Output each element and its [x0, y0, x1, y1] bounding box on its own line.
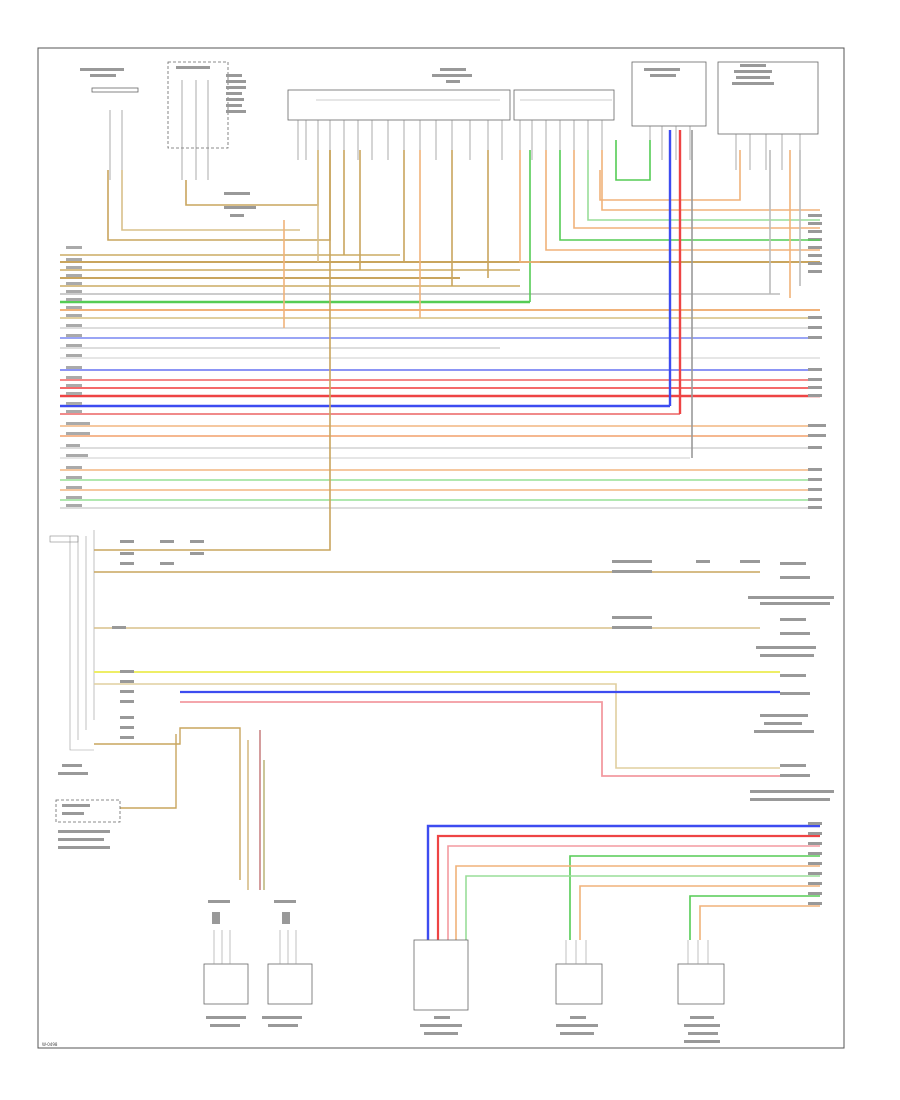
wire-red-bottom-2 — [447, 845, 820, 940]
diagram-frame — [37, 47, 845, 1049]
middle-labels — [58, 540, 834, 801]
lower-left-block — [55, 799, 121, 849]
vertical-wires-top — [107, 130, 820, 458]
component-block-left — [91, 87, 139, 93]
wire-green-bottom-1 — [569, 855, 820, 940]
ground-connector — [49, 535, 79, 543]
connector-bottom-4 — [555, 963, 603, 1005]
fuse-block — [55, 799, 121, 823]
connector-bottom-2 — [267, 963, 313, 1005]
bottom-bus-labels — [808, 822, 822, 905]
wire-tan-mid-5 — [94, 727, 241, 880]
wire-green-bottom-2 — [465, 875, 820, 940]
top-components — [91, 61, 819, 149]
connector-bottom-1 — [203, 963, 249, 1005]
wire-orange-bottom-1 — [455, 865, 820, 940]
wire-blue-bottom — [426, 824, 820, 940]
wire-bus-left — [60, 254, 820, 509]
bottom-components — [203, 930, 725, 1011]
connector-bottom-3 — [413, 939, 469, 1011]
control-module-top — [631, 61, 707, 127]
figure-id: W-0498 — [42, 1042, 58, 1047]
wire-tan-mid-1 — [94, 150, 331, 551]
connector-bottom-5 — [677, 963, 725, 1005]
pin-stubs — [109, 80, 801, 180]
connector-block-top-right — [717, 61, 819, 135]
left-bus-labels — [66, 246, 90, 507]
wire-red-bottom-1 — [436, 834, 820, 940]
wire-orange-bottom-3 — [699, 905, 820, 940]
right-bus-labels — [808, 214, 826, 509]
middle-section — [49, 150, 780, 890]
junction-box-right — [513, 89, 615, 121]
wire-tan-mid-4 — [94, 683, 780, 769]
component-block-switch — [167, 61, 229, 149]
wire-green-bottom-3 — [689, 895, 820, 940]
top-labels — [80, 64, 774, 217]
wire-orange-bottom-2 — [579, 885, 820, 940]
wire-pink-mid — [180, 701, 780, 777]
junction-box-main — [287, 89, 511, 121]
wire-tan-mid-6 — [120, 734, 177, 809]
wire-bus-bottom — [426, 824, 820, 940]
bottom-labels — [206, 900, 720, 1043]
